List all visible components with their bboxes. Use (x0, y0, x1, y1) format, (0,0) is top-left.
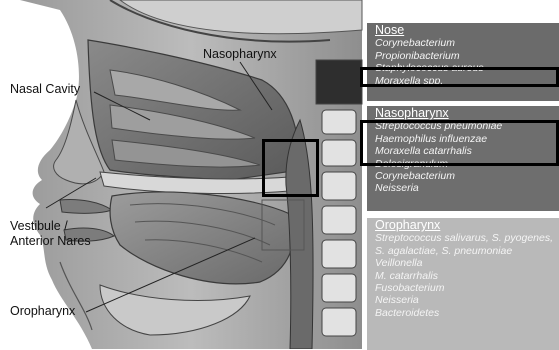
cervical-spine (316, 60, 362, 336)
list-item: Veillonella (367, 257, 559, 269)
list-item: Propionibacterium (367, 50, 559, 62)
list-item: Neisseria (367, 294, 559, 306)
nasal-cavity-label: Nasal Cavity (10, 82, 80, 97)
list-item: Corynebacterium (367, 170, 559, 182)
oropharynx-label: Oropharynx (10, 304, 75, 319)
highlight-box-nasopharynx-region (262, 139, 319, 197)
list-item: M. catarrhalis (367, 270, 559, 282)
list-item: Neisseria (367, 182, 559, 194)
list-item: Bacteroidetes (367, 307, 559, 319)
highlight-box-nasopharynx-pathogens (360, 120, 559, 166)
nose-panel-title: Nose (367, 24, 559, 36)
nose-microbiota-panel: Nose Corynebacterium Propionibacterium S… (367, 23, 559, 101)
list-item: Corynebacterium (367, 37, 559, 49)
list-item: Fusobacterium (367, 282, 559, 294)
oropharynx-microbiota-panel: Oropharynx Streptococcus salivarus, S. p… (367, 218, 559, 350)
nasopharynx-panel-title: Nasopharynx (367, 107, 559, 119)
vestibule-label: Vestibule / Anterior Nares (10, 219, 91, 249)
highlight-box-staphylococcus (360, 67, 559, 87)
oropharynx-panel-title: Oropharynx (367, 219, 559, 231)
nasopharynx-label: Nasopharynx (203, 47, 277, 62)
list-item: Streptococcus salivarus, S. pyogenes, S.… (367, 232, 559, 257)
